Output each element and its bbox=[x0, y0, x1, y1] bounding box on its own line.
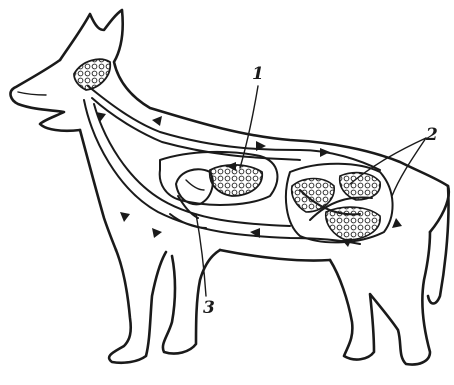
label-three: 3 bbox=[203, 300, 215, 317]
heart bbox=[176, 169, 213, 204]
label-one: 1 bbox=[252, 66, 264, 83]
label-two: 2 bbox=[426, 127, 438, 144]
capillary-networks bbox=[74, 59, 380, 240]
